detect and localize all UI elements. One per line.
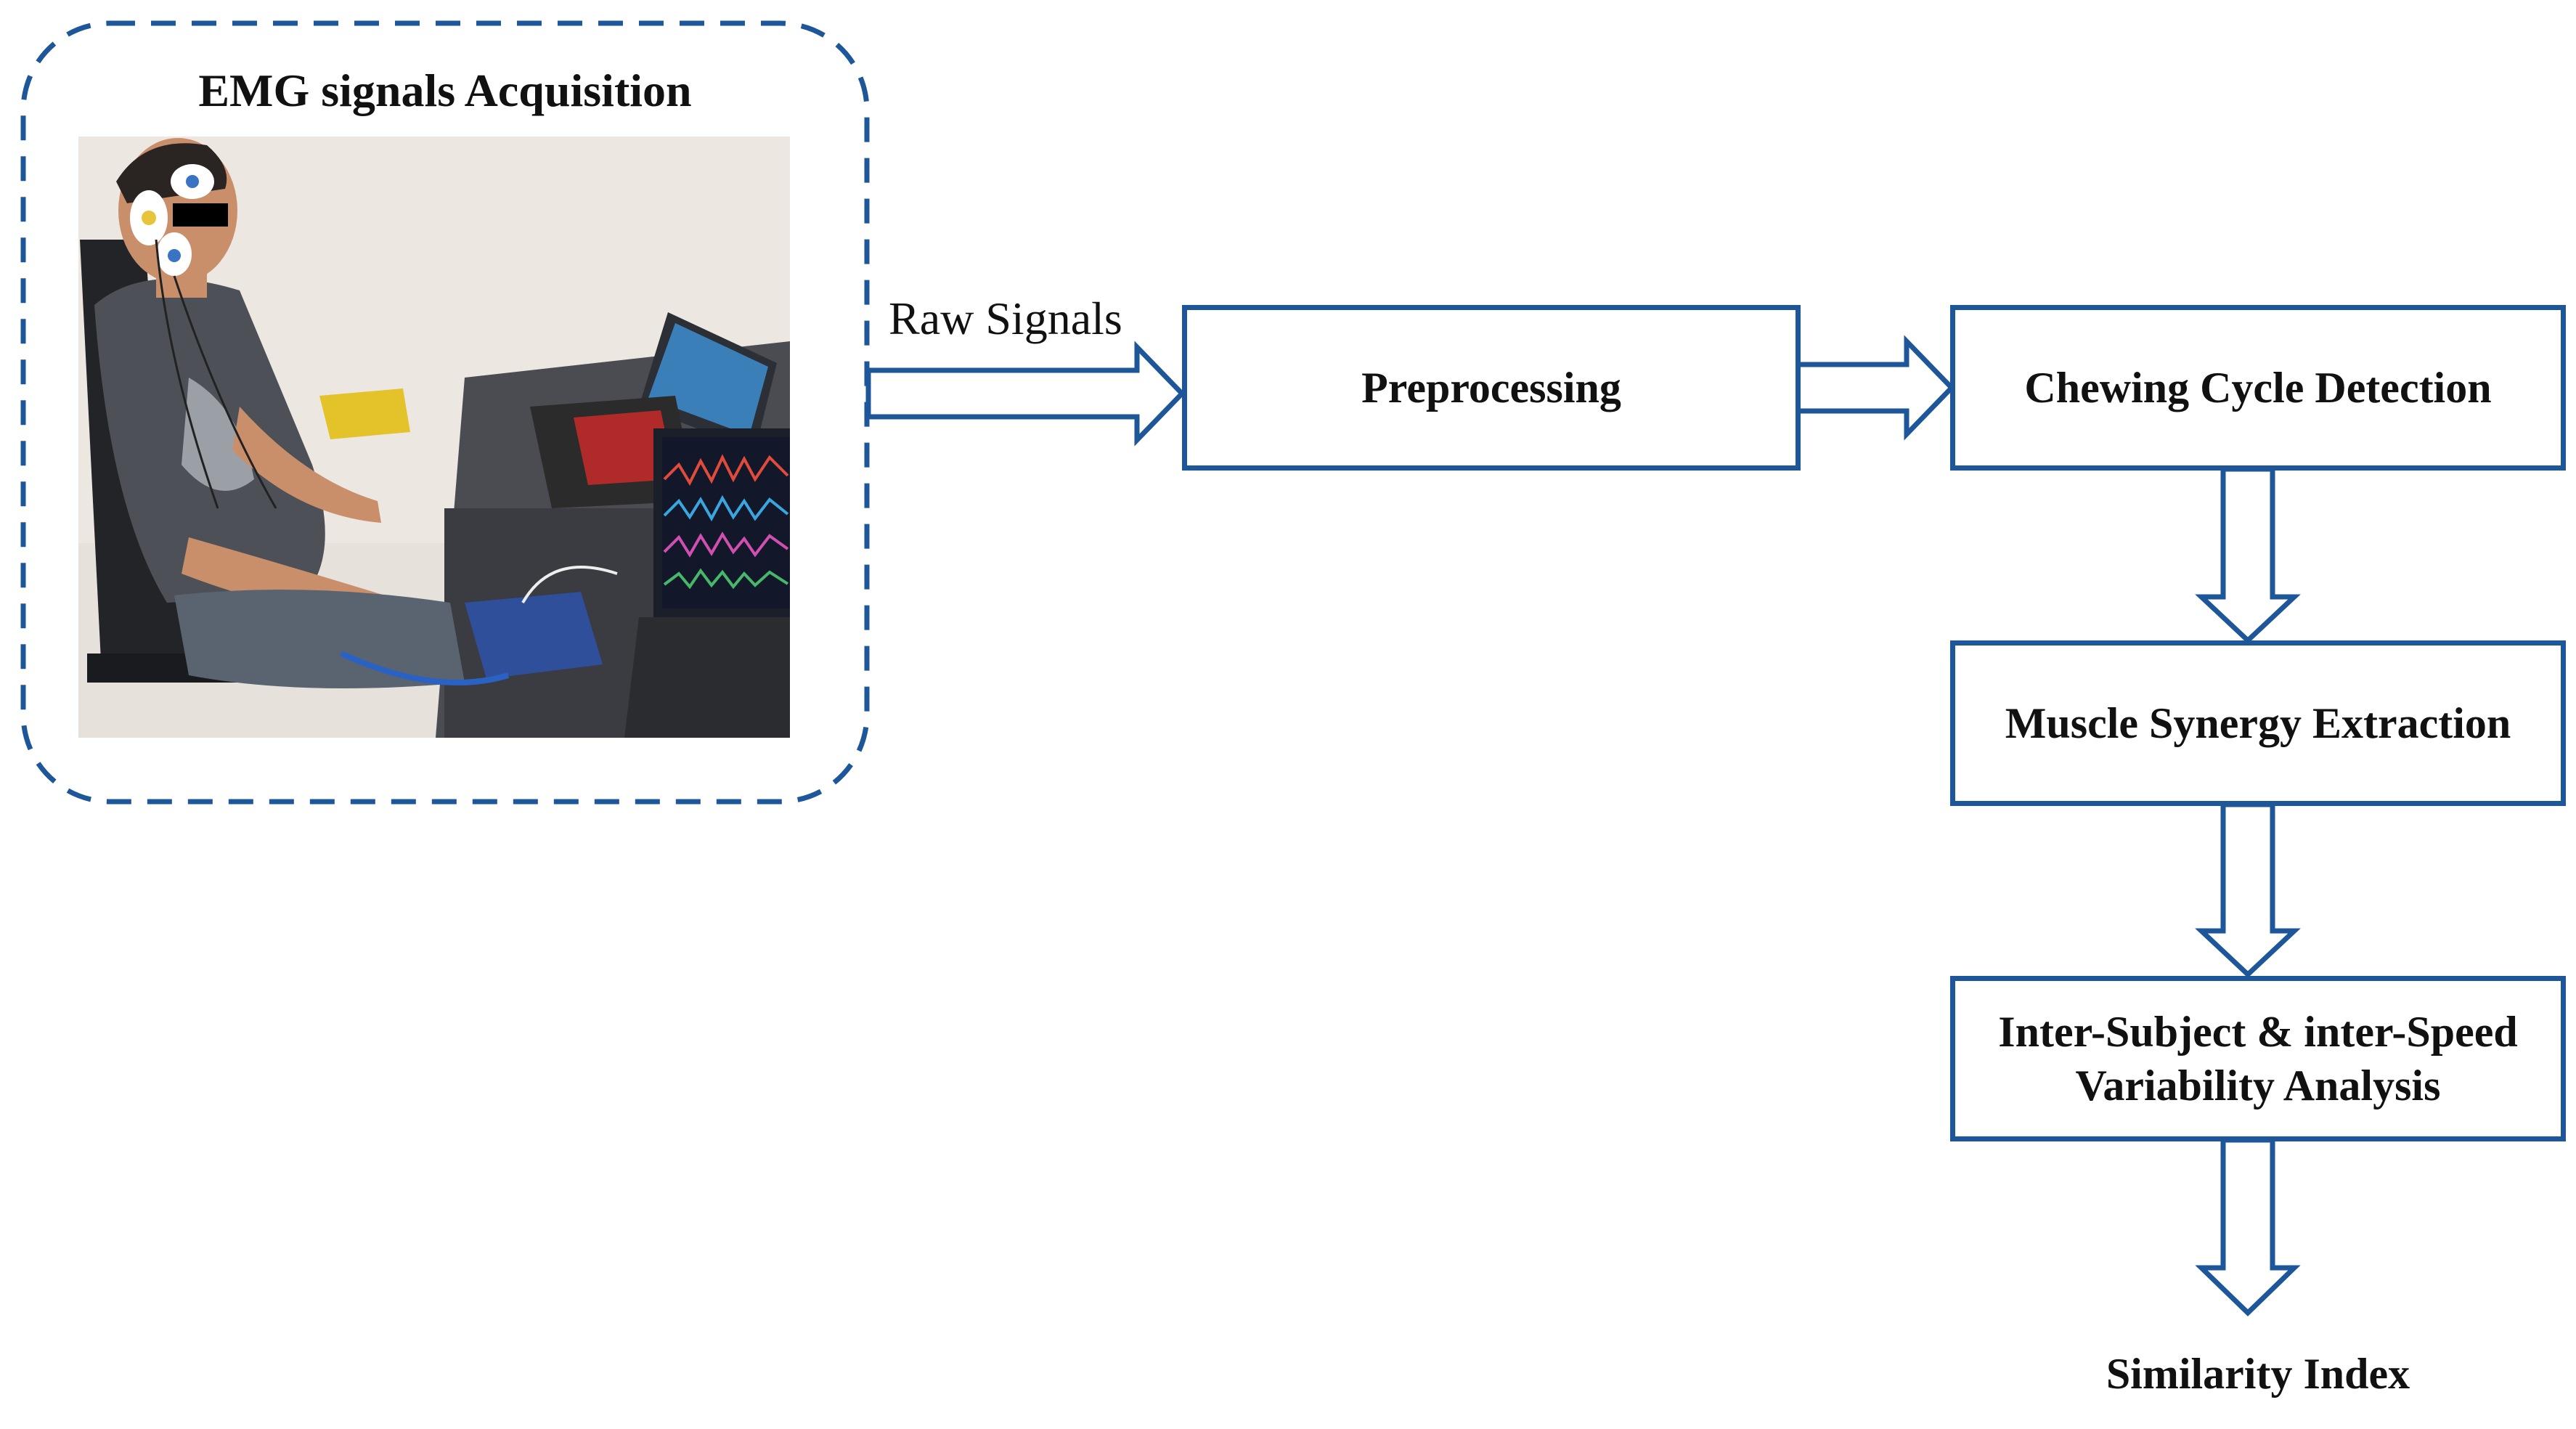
variability-analysis-box: Inter-Subject & inter-Speed Variability … [1950,976,2566,1141]
muscle-synergy-extraction-label: Muscle Synergy Extraction [2005,699,2511,747]
arrow-variability-to-output [2195,1137,2301,1316]
arrow-chewing-to-synergy [2195,466,2301,644]
muscle-synergy-extraction-box: Muscle Synergy Extraction [1950,640,2566,806]
variability-analysis-label-line1: Inter-Subject & inter-Speed [1998,1008,2518,1056]
acquisition-photo [78,137,790,738]
preprocessing-box: Preprocessing [1182,305,1801,471]
variability-analysis-label-line2: Variability Analysis [2075,1062,2441,1110]
arrow-raw-signals [865,341,1186,447]
chewing-cycle-detection-box: Chewing Cycle Detection [1950,305,2566,471]
chewing-cycle-detection-label: Chewing Cycle Detection [2024,363,2492,412]
arrow-pre-to-chewing [1795,335,1955,441]
acquisition-title: EMG signals Acquisition [198,65,692,116]
arrow-synergy-to-variability [2195,802,2301,978]
raw-signals-label: Raw Signals [889,293,1122,344]
similarity-index-label: Similarity Index [2106,1350,2410,1398]
preprocessing-label: Preprocessing [1361,363,1621,412]
